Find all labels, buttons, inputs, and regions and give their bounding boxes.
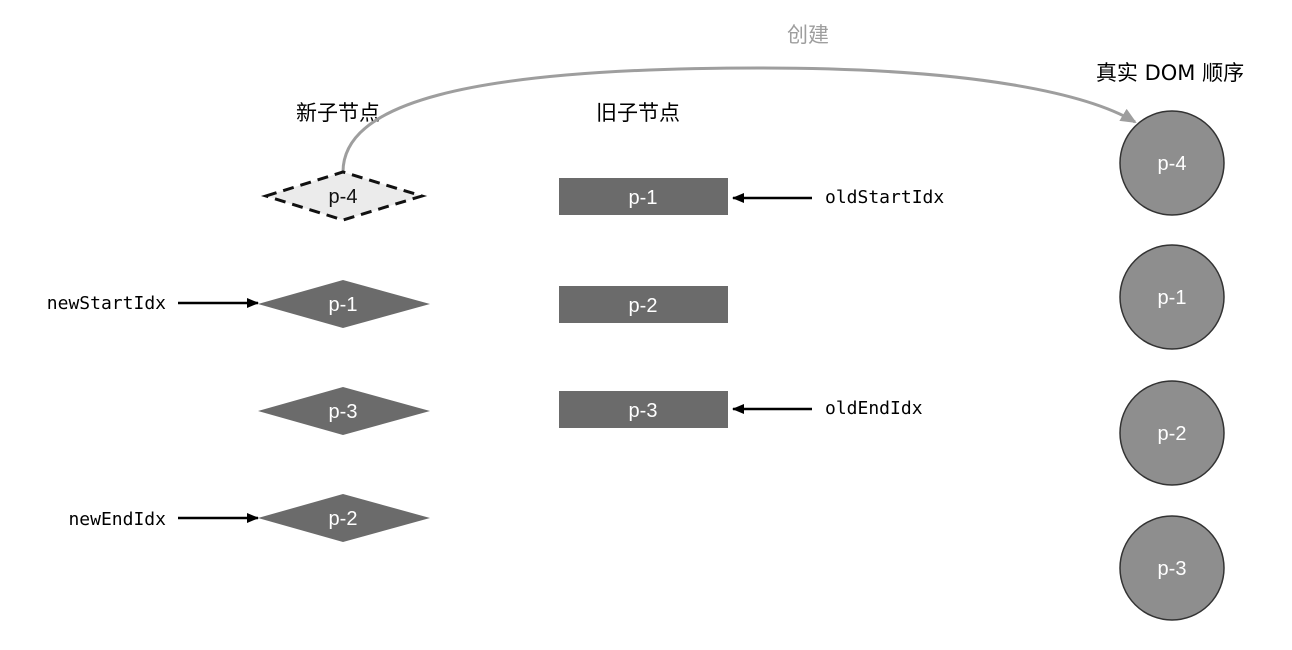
dom-node-p3-shape [1119, 515, 1225, 621]
new-node-p2-shape [258, 494, 430, 542]
new-node-p3-label: p-3 [329, 401, 358, 423]
dom-node-p3: p-3 [1119, 515, 1225, 621]
old-node-p2-label: p-2 [629, 295, 658, 317]
pointer-new-start: newStartIdx [47, 293, 259, 314]
old-node-p3-shape [559, 391, 728, 428]
old-node-p1-shape [559, 178, 728, 215]
dom-node-p4: p-4 [1119, 110, 1225, 216]
pointer-old-start: oldStartIdx [732, 187, 944, 208]
new-node-p1-label: p-1 [329, 294, 358, 316]
new-node-p1-shape [258, 280, 430, 328]
new-node-p4-label: p-4 [329, 186, 358, 208]
pointer-old-start-label: oldStartIdx [825, 187, 944, 208]
old-node-p3-label: p-3 [629, 400, 658, 422]
heading-new-children: 新子节点 [296, 101, 380, 125]
old-node-p3: p-3 [559, 391, 728, 428]
new-node-p4: p-4 [260, 170, 428, 222]
heading-old-children: 旧子节点 [596, 101, 680, 125]
new-node-p4-shape [260, 170, 428, 222]
new-node-p2: p-2 [258, 494, 430, 542]
old-node-p2: p-2 [559, 286, 728, 323]
new-node-p3-shape [258, 387, 430, 435]
new-node-p1: p-1 [258, 280, 430, 328]
new-node-p2-label: p-2 [329, 508, 358, 530]
dom-node-p2-shape [1119, 380, 1225, 486]
dom-node-p4-shape [1119, 110, 1225, 216]
heading-real-dom-order: 真实 DOM 顺序 [1096, 61, 1244, 85]
dom-node-p2-label: p-2 [1158, 423, 1187, 445]
dom-node-p4-label: p-4 [1158, 153, 1187, 175]
pointer-new-end-label: newEndIdx [68, 509, 166, 530]
create-label: 创建 [787, 23, 829, 47]
pointer-new-end: newEndIdx [68, 509, 259, 530]
dom-node-p1-shape [1119, 244, 1225, 350]
new-node-p3: p-3 [258, 387, 430, 435]
dom-node-p1-label: p-1 [1158, 287, 1187, 309]
create-arrow [341, 66, 1137, 173]
pointer-new-start-label: newStartIdx [47, 293, 166, 314]
dom-node-p3-label: p-3 [1158, 558, 1187, 580]
pointer-old-end: oldEndIdx [732, 398, 923, 419]
old-node-p2-shape [559, 286, 728, 323]
dom-node-p2: p-2 [1119, 380, 1225, 486]
old-node-p1-label: p-1 [629, 187, 658, 209]
old-node-p1: p-1 [559, 178, 728, 215]
dom-node-p1: p-1 [1119, 244, 1225, 350]
pointer-old-end-label: oldEndIdx [825, 398, 923, 419]
